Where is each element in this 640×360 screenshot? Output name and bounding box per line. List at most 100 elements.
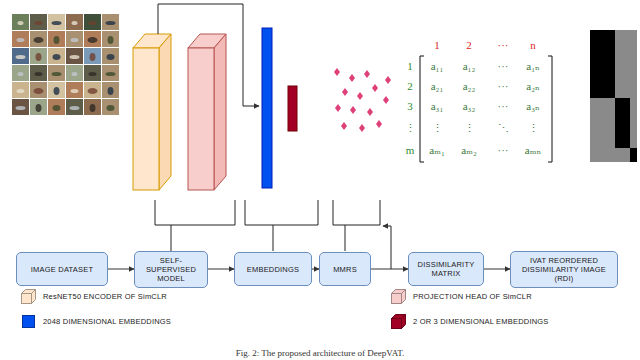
image-tile bbox=[102, 65, 119, 81]
image-object bbox=[72, 72, 78, 76]
image-object bbox=[89, 72, 97, 76]
image-object bbox=[106, 21, 116, 25]
legend-swatch bbox=[20, 313, 37, 330]
box-label: MMRS bbox=[333, 265, 357, 274]
flow-arrow bbox=[208, 269, 234, 270]
column-index: ··· bbox=[498, 39, 509, 51]
matrix-cell: ⋱ bbox=[498, 122, 509, 134]
matrix-cell: ··· bbox=[498, 80, 509, 92]
legend-item: 2 OR 3 DIMENSIONAL EMBEDDINGS bbox=[390, 313, 549, 330]
matrix-cell: ⋮ bbox=[528, 122, 539, 134]
image-object bbox=[34, 88, 44, 94]
image-object bbox=[90, 53, 96, 61]
image-object bbox=[52, 21, 62, 25]
image-object bbox=[89, 21, 97, 25]
image-tile bbox=[66, 65, 83, 81]
matrix-cell: a₁₁ bbox=[431, 60, 444, 72]
image-object bbox=[107, 105, 115, 111]
box-label: SELF-SUPERVISED MODEL bbox=[139, 256, 203, 283]
image-tile bbox=[30, 14, 47, 30]
box-label: IVAT REORDERED DISSIMILARITY IMAGE (RDI) bbox=[515, 256, 613, 283]
matrix-cell: m bbox=[406, 144, 415, 156]
image-object bbox=[35, 21, 43, 25]
column-index: 1 bbox=[434, 39, 440, 51]
matrix-cell: 2 bbox=[407, 80, 413, 92]
image-tile bbox=[84, 99, 101, 115]
image-tile bbox=[30, 31, 47, 47]
legend-label: ResNET50 ENCODER OF SimCLR bbox=[43, 292, 167, 301]
low-dim-bar bbox=[288, 86, 297, 131]
figure-caption: Fig. 2: The proposed architecture of Dee… bbox=[236, 348, 404, 358]
image-object bbox=[70, 55, 80, 59]
matrix-cell: a₂₂ bbox=[463, 80, 476, 92]
image-tile bbox=[48, 65, 65, 81]
image-tile bbox=[48, 14, 65, 30]
column-index: n bbox=[530, 39, 536, 51]
flow-arrow bbox=[371, 269, 408, 270]
image-tile bbox=[66, 14, 83, 30]
image-object bbox=[54, 87, 60, 95]
point-cloud bbox=[334, 68, 391, 132]
matrix-cell: a₁₂ bbox=[463, 60, 476, 72]
image-mosaic bbox=[12, 14, 119, 115]
image-tile bbox=[66, 99, 83, 115]
projection-slab bbox=[188, 34, 226, 190]
process-box: EMBEDDINGS bbox=[234, 252, 312, 286]
legend-item: 2048 DIMENSIONAL EMBEDDINGS bbox=[20, 313, 171, 330]
image-object bbox=[16, 106, 26, 110]
image-object bbox=[72, 21, 78, 25]
image-object bbox=[18, 72, 24, 76]
image-tile bbox=[102, 14, 119, 30]
skip-line bbox=[158, 4, 259, 106]
image-tile bbox=[48, 31, 65, 47]
image-tile bbox=[48, 82, 65, 98]
image-object bbox=[71, 38, 79, 42]
feedback-line bbox=[383, 226, 391, 269]
matrix-cell: a₃₁ bbox=[431, 100, 444, 112]
image-tile bbox=[30, 82, 47, 98]
matrix-cell: a₃ₙ bbox=[526, 100, 539, 112]
matrix-cell: aₘₙ bbox=[525, 144, 541, 156]
image-tile bbox=[12, 99, 29, 115]
encoder-slab bbox=[133, 34, 171, 190]
legend-swatch bbox=[390, 313, 407, 330]
image-tile bbox=[12, 31, 29, 47]
image-tile bbox=[30, 48, 47, 64]
image-object bbox=[88, 88, 98, 94]
image-tile bbox=[66, 31, 83, 47]
image-tile bbox=[66, 82, 83, 98]
legend-label: 2 OR 3 DIMENSIONAL EMBEDDINGS bbox=[413, 317, 549, 326]
image-tile bbox=[102, 82, 119, 98]
matrix-cell: ··· bbox=[498, 144, 509, 156]
image-tile bbox=[84, 65, 101, 81]
flow-arrow bbox=[312, 269, 319, 270]
legend-label: PROJECTION HEAD OF SimCLR bbox=[413, 292, 532, 301]
image-object bbox=[17, 38, 25, 42]
process-box: MMRS bbox=[319, 252, 371, 286]
image-object bbox=[36, 104, 42, 112]
caption-row: Fig. 2: The proposed architecture of Dee… bbox=[0, 342, 640, 360]
image-tile bbox=[84, 31, 101, 47]
matrix-cell: ⋮ bbox=[464, 122, 475, 134]
image-tile bbox=[102, 48, 119, 64]
process-box: DISSIMILARITY MATRIX bbox=[408, 252, 484, 286]
embedding-bar bbox=[262, 28, 272, 188]
image-object bbox=[34, 37, 44, 43]
legend-swatch bbox=[390, 288, 407, 305]
image-object bbox=[107, 54, 115, 60]
matrix-cell: a₁ₙ bbox=[526, 60, 539, 72]
process-box: IVAT REORDERED DISSIMILARITY IMAGE (RDI) bbox=[510, 251, 618, 288]
image-object bbox=[88, 37, 98, 43]
image-tile bbox=[12, 48, 29, 64]
matrix-cell: a₂₁ bbox=[431, 80, 444, 92]
matrix-cell: aₘ₂ bbox=[461, 144, 476, 156]
image-tile bbox=[30, 65, 47, 81]
flow-arrow bbox=[484, 269, 510, 270]
matrix-cell: a₂ₙ bbox=[526, 80, 539, 92]
matrix-cell: aₘ₁ bbox=[429, 144, 444, 156]
image-tile bbox=[12, 14, 29, 30]
image-object bbox=[108, 36, 114, 44]
image-tile bbox=[48, 99, 65, 115]
image-object bbox=[70, 106, 80, 110]
matrix-brackets bbox=[420, 56, 552, 162]
